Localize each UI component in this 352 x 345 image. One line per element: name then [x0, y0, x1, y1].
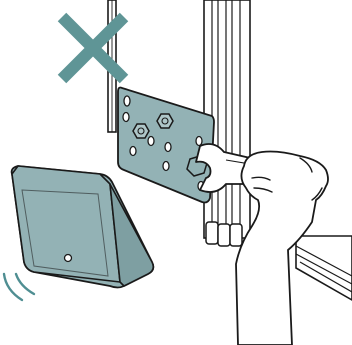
vibration-icon: [4, 274, 34, 300]
mounting-plate: [118, 88, 214, 203]
bottom-spacers: [206, 222, 242, 246]
fallen-cover: [12, 166, 154, 288]
hex-bolt: [133, 124, 149, 138]
hex-bolt: [157, 114, 173, 128]
frame-crossbar: [296, 236, 352, 300]
